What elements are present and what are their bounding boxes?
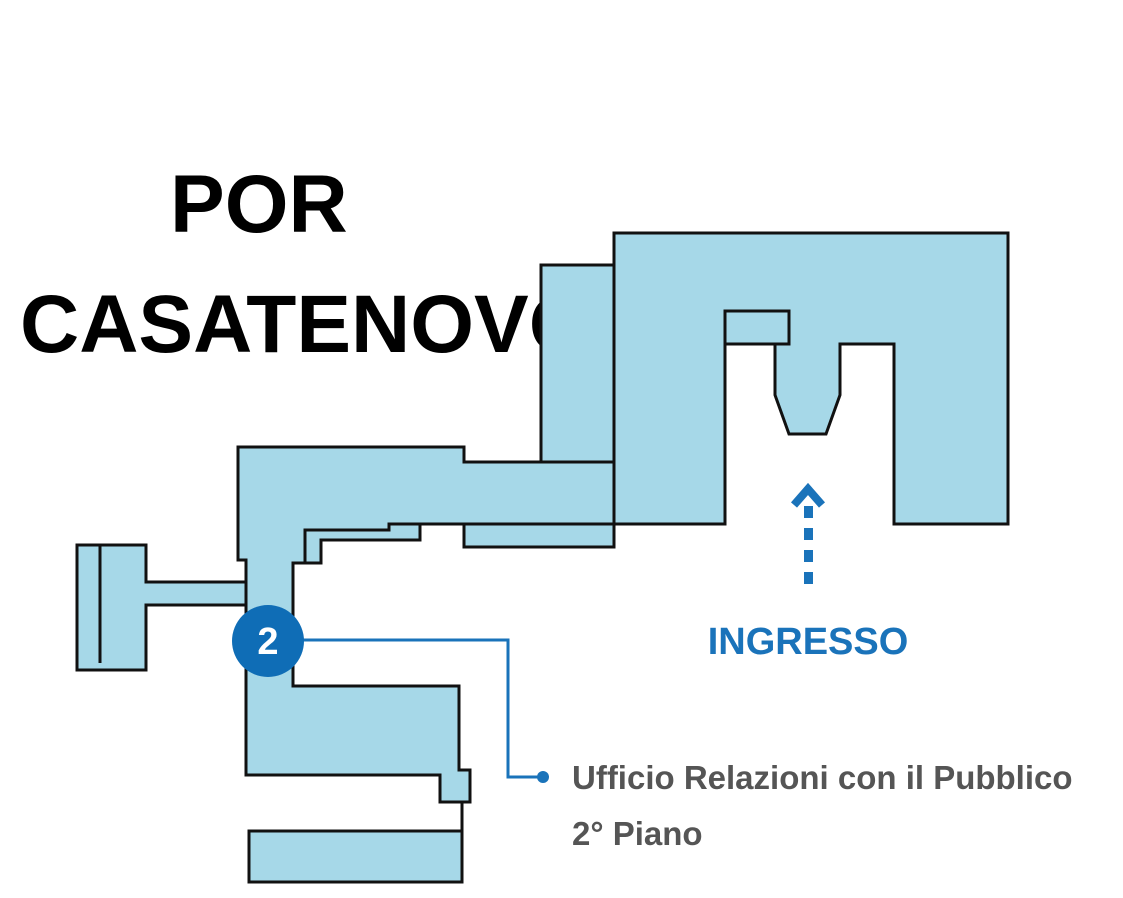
callout-leader-dot	[537, 771, 549, 783]
location-marker[interactable]: 2	[232, 605, 304, 677]
office-name-label: Ufficio Relazioni con il Pubblico	[572, 759, 1073, 796]
building-block-annex	[462, 522, 616, 549]
building-block-far-west	[75, 543, 248, 672]
map-title-line-1: POR	[170, 159, 348, 250]
dotted-up-arrow-icon	[790, 482, 826, 584]
building-block-east	[612, 231, 1010, 526]
location-marker-number: 2	[257, 621, 278, 663]
map-title-line-2: CASATENOVO	[20, 279, 593, 370]
location-marker-circle	[232, 605, 304, 677]
office-floor-label: 2° Piano	[572, 815, 703, 852]
building-block-corridor-room	[303, 522, 422, 565]
entrance-label: INGRESSO	[708, 621, 909, 663]
building-block-tower	[539, 263, 616, 464]
building-block-south	[247, 829, 464, 884]
building-block-porch	[723, 309, 791, 346]
callout-leader-line	[290, 638, 540, 779]
building-outline	[75, 231, 1010, 884]
